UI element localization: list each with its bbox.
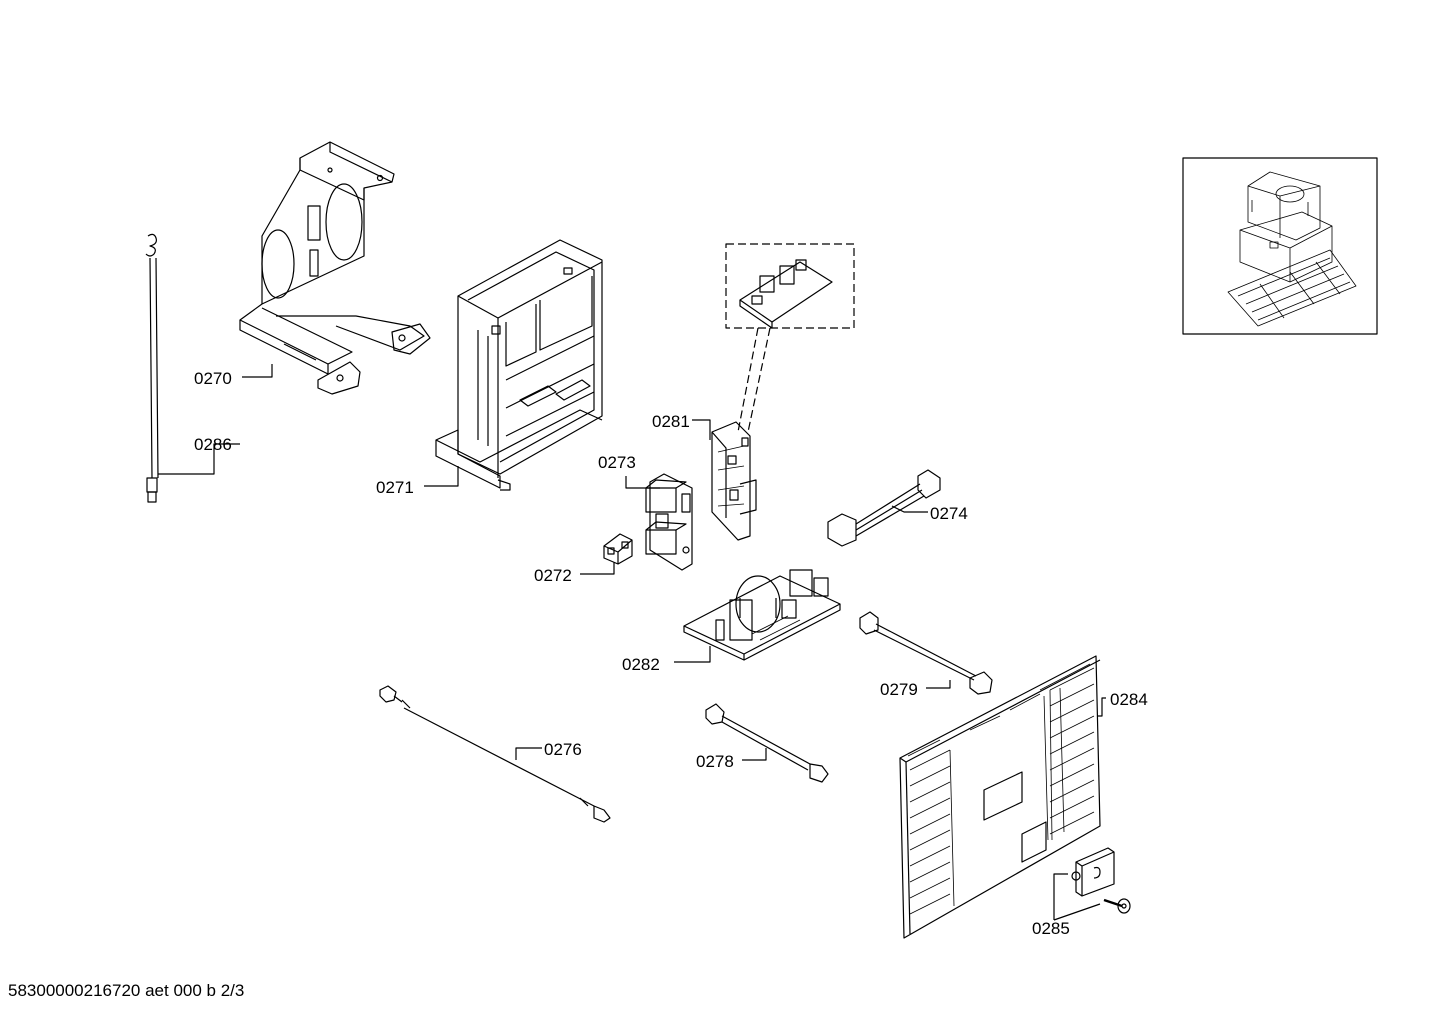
part-0278-cable: [706, 704, 828, 782]
part-0279-cable: [860, 612, 992, 694]
part-0273-relay-board: [646, 474, 692, 570]
leader-0270: [242, 364, 272, 377]
leader-0286: [158, 444, 240, 474]
callout-0285: 0285: [1032, 919, 1070, 938]
leader-0285: [1054, 874, 1100, 920]
part-0271-housing: [436, 240, 602, 490]
leader-0281: [692, 420, 710, 440]
overview-thumbnail: [1183, 158, 1377, 334]
part-0286-earth-wire: [146, 234, 158, 502]
callout-0282: 0282: [622, 655, 660, 674]
leader-0279: [926, 680, 950, 688]
part-0274-ribbon-cable: [828, 470, 940, 546]
callout-0270: 0270: [194, 369, 232, 388]
callout-0273: 0273: [598, 453, 636, 472]
part-0270-bracket: [240, 142, 430, 394]
leader-0276: [516, 748, 542, 760]
part-0285-cover-and-screw: [1072, 848, 1130, 913]
grille-slots-right: [1050, 668, 1094, 834]
callout-0276: 0276: [544, 740, 582, 759]
callout-0281: 0281: [652, 412, 690, 431]
leader-0284: [1098, 698, 1106, 716]
part-0276-cable: [380, 686, 610, 822]
callout-0286: 0286: [194, 435, 232, 454]
leader-0272: [580, 562, 614, 574]
grille-slots-left: [910, 750, 950, 914]
part-0282-power-board: [684, 570, 840, 660]
part-0272-clip: [604, 534, 632, 564]
part-0284-grille-panel: [900, 656, 1100, 938]
leader-0278: [742, 748, 766, 760]
part-0281-board: [712, 422, 756, 540]
callout-0271: 0271: [376, 478, 414, 497]
leader-0282: [674, 646, 710, 662]
leader-0273: [626, 476, 660, 488]
part-0281-detail-inset: [726, 244, 854, 432]
callout-0284: 0284: [1110, 690, 1148, 709]
callout-0274: 0274: [930, 504, 968, 523]
callout-0279: 0279: [880, 680, 918, 699]
leader-0274: [892, 506, 928, 512]
document-id-footer: 58300000216720 aet 000 b 2/3: [8, 981, 245, 1000]
leader-0271: [424, 466, 458, 486]
callout-0272: 0272: [534, 566, 572, 585]
callout-0278: 0278: [696, 752, 734, 771]
